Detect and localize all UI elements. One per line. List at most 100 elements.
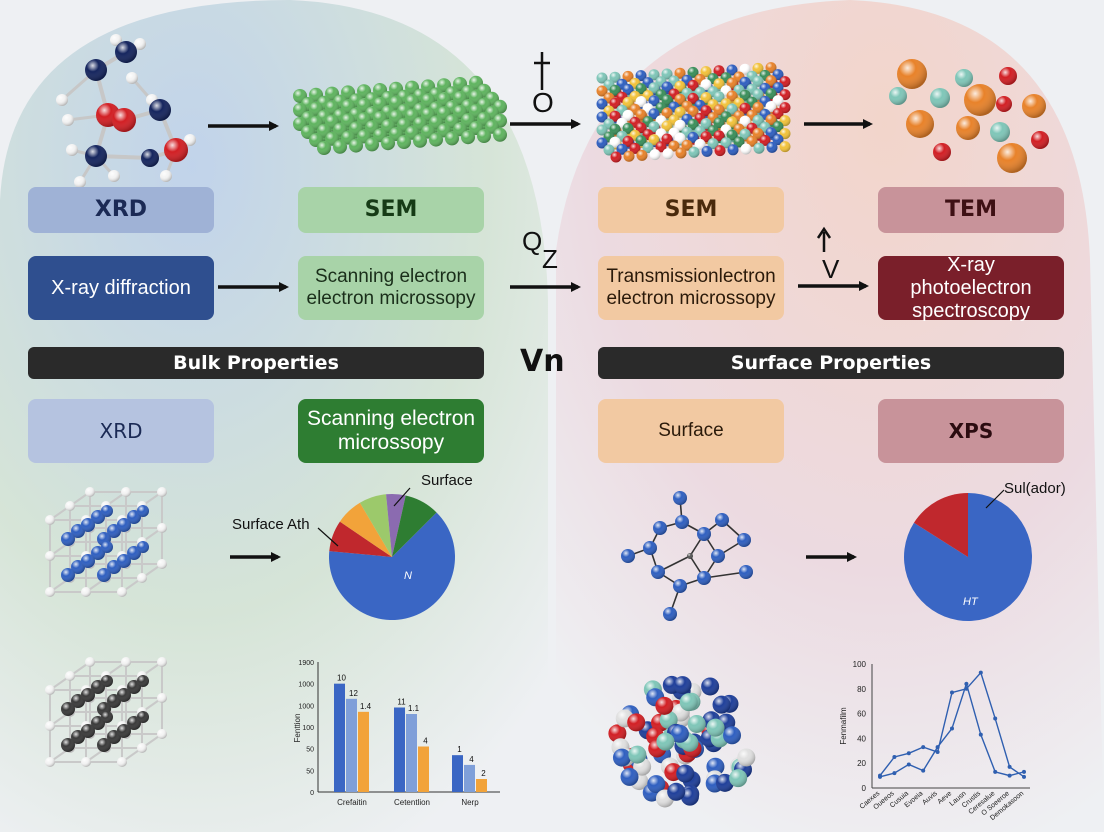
up-arrow-icon xyxy=(816,226,832,252)
atom-shading xyxy=(157,523,167,533)
atom-shading xyxy=(429,132,443,147)
atom-shading xyxy=(713,130,725,142)
atom-shading xyxy=(930,88,950,108)
atom-shading xyxy=(61,568,75,582)
atom-shading xyxy=(648,134,660,146)
atom-shading xyxy=(656,732,675,751)
category-label: Cetentlion xyxy=(394,798,430,807)
atom-shading xyxy=(127,510,141,524)
atom-shading xyxy=(673,491,687,505)
y-tick-label: 50 xyxy=(306,768,314,775)
bar-value-label: 2 xyxy=(481,769,486,778)
atom-shading xyxy=(746,135,758,147)
atom-shading xyxy=(61,738,75,752)
atom-shading xyxy=(121,487,131,497)
atom-shading xyxy=(997,143,1027,173)
atom-shading xyxy=(74,176,86,188)
atom-shading xyxy=(596,111,608,123)
atom-shading xyxy=(647,775,666,794)
atom-shading xyxy=(752,114,764,126)
atom-shading xyxy=(765,75,777,87)
bar-chart: 19001000100010050500Fenttion10121.4Crefa… xyxy=(293,660,500,807)
atom-shading xyxy=(81,724,95,738)
data-point xyxy=(921,745,926,750)
atom-shading xyxy=(779,141,791,153)
atom-shading xyxy=(635,135,647,147)
bar xyxy=(394,707,405,792)
atom-shading xyxy=(679,693,698,712)
y-tick-label: 20 xyxy=(857,759,866,768)
pie-left-callout-top: Surface xyxy=(421,472,473,489)
atom-shading xyxy=(622,96,634,108)
atom-shading xyxy=(687,118,699,130)
atom-shading xyxy=(687,79,699,91)
force-symbol-icon xyxy=(534,52,550,90)
atom-shading xyxy=(667,782,686,801)
nanoparticle-slab-icon xyxy=(596,62,791,163)
data-point xyxy=(964,681,969,686)
atom-shading xyxy=(137,743,147,753)
atom-shading xyxy=(184,134,196,146)
pie-slice xyxy=(913,493,968,557)
atom-shading xyxy=(655,696,674,715)
atom-shading xyxy=(157,487,167,497)
atom-shading xyxy=(622,83,634,95)
atom-shading xyxy=(101,505,113,517)
callout-line xyxy=(317,527,339,547)
atom-shading xyxy=(45,587,55,597)
bar xyxy=(406,714,417,792)
atom-shading xyxy=(653,521,667,535)
atom-shading xyxy=(726,103,738,115)
atom-shading xyxy=(752,101,764,113)
category-label: Crefaitin xyxy=(337,798,367,807)
data-point xyxy=(906,762,911,767)
atom-shading xyxy=(85,145,107,167)
data-point xyxy=(878,773,882,778)
atom-shading xyxy=(766,141,778,153)
y-tick-label: 0 xyxy=(862,784,867,793)
molecule-icon xyxy=(56,34,196,188)
atom-shading xyxy=(622,135,634,147)
atom-shading xyxy=(157,729,167,739)
atom-shading xyxy=(596,72,608,84)
pie-slice xyxy=(392,495,437,557)
atom-shading xyxy=(726,116,738,128)
label-box-tem: TEM xyxy=(878,187,1064,233)
atom-shading xyxy=(713,65,725,77)
atom-shading xyxy=(964,84,996,116)
pie-slice xyxy=(329,512,456,620)
bar-value-label: 4 xyxy=(469,755,474,764)
atom-shading xyxy=(349,138,363,153)
crystal-lattice-icon xyxy=(45,487,167,597)
atom-shading xyxy=(127,546,141,560)
atom-shading xyxy=(126,72,138,84)
atom-shading xyxy=(622,70,634,82)
atom-shading xyxy=(101,675,113,687)
bar xyxy=(452,755,463,792)
atom-shading xyxy=(670,724,689,743)
atom-shading xyxy=(662,148,674,160)
atom-shading xyxy=(101,541,113,553)
atom-shading xyxy=(674,106,686,118)
atom-shading xyxy=(726,64,738,76)
atom-shading xyxy=(661,133,673,145)
atom-shading xyxy=(700,66,712,78)
y-tick-label: 100 xyxy=(302,725,314,732)
atom-shading xyxy=(739,128,751,140)
symbol-z: Z xyxy=(542,244,558,274)
atom-shading xyxy=(700,92,712,104)
data-point xyxy=(978,670,983,675)
bar-value-label: 10 xyxy=(337,674,346,683)
atom-shading xyxy=(676,764,695,783)
atom-shading xyxy=(711,549,725,563)
atom-shading xyxy=(629,142,641,154)
pie-right-callout: Sul(ador) xyxy=(1004,480,1066,497)
atom-shading xyxy=(66,144,78,156)
bar-value-label: 1.1 xyxy=(408,704,420,713)
atom-shading xyxy=(712,695,731,714)
data-point xyxy=(993,716,998,721)
atom-shading xyxy=(1031,131,1049,149)
nanoparticle-cluster-icon xyxy=(608,675,756,808)
atom-shading xyxy=(681,139,693,151)
data-point xyxy=(950,726,954,731)
